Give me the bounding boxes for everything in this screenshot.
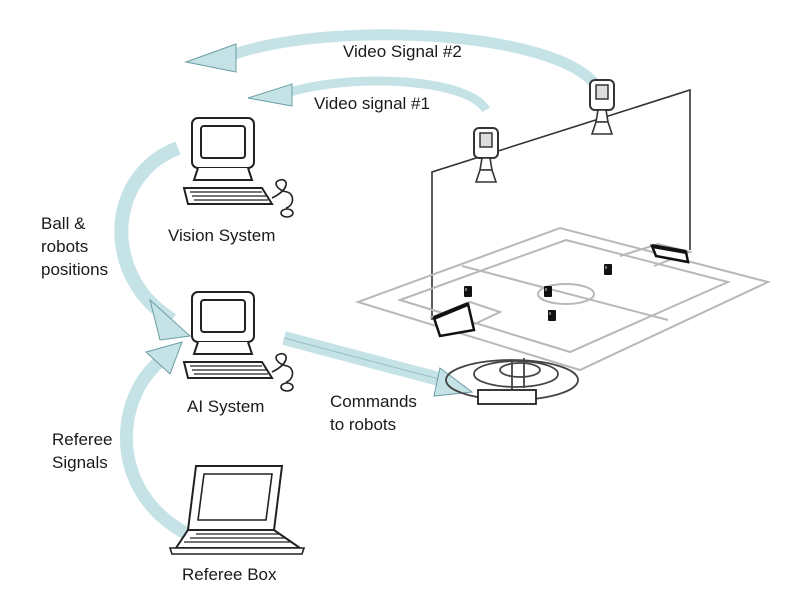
ball-robots-label-line-2: robots <box>41 237 89 256</box>
video-signal-1-label: Video signal #1 <box>314 94 430 113</box>
ai-computer-icon <box>183 291 294 392</box>
goal-left <box>432 302 476 338</box>
ai-system-label: AI System <box>187 397 265 416</box>
commands-arrow <box>282 331 474 397</box>
soccer-field <box>354 226 771 372</box>
referee-signals-label-line-2: Signals <box>52 453 108 472</box>
ball-robots-label-line-3: positions <box>41 260 109 279</box>
robot-icon <box>544 286 552 297</box>
referee-signals-arrow <box>120 341 199 544</box>
vision-computer-icon <box>183 117 294 218</box>
goal-right <box>650 244 690 264</box>
referee-signals-label-line-1: Referee <box>52 430 113 449</box>
video-signal-1-arrow <box>247 76 490 113</box>
laptop-icon <box>168 465 306 555</box>
camera-frame <box>431 88 691 320</box>
ball-positions-arrow <box>114 141 192 341</box>
radio-transmitter <box>445 358 579 405</box>
commands-label-line-2: to robots <box>330 415 397 434</box>
robot-icon <box>604 264 612 275</box>
vision-system-label: Vision System <box>168 226 276 245</box>
referee-box-label: Referee Box <box>182 565 277 584</box>
camera-2-icon <box>589 79 615 135</box>
commands-label-line-1: Commands <box>330 392 417 411</box>
camera-1-icon <box>473 127 499 183</box>
video-signal-2-label: Video Signal #2 <box>343 42 462 61</box>
robot-icon <box>464 286 472 297</box>
video-signal-2-arrow <box>184 29 603 92</box>
ball-robots-label-line-1: Ball & <box>41 214 86 233</box>
robot-icon <box>548 310 556 321</box>
